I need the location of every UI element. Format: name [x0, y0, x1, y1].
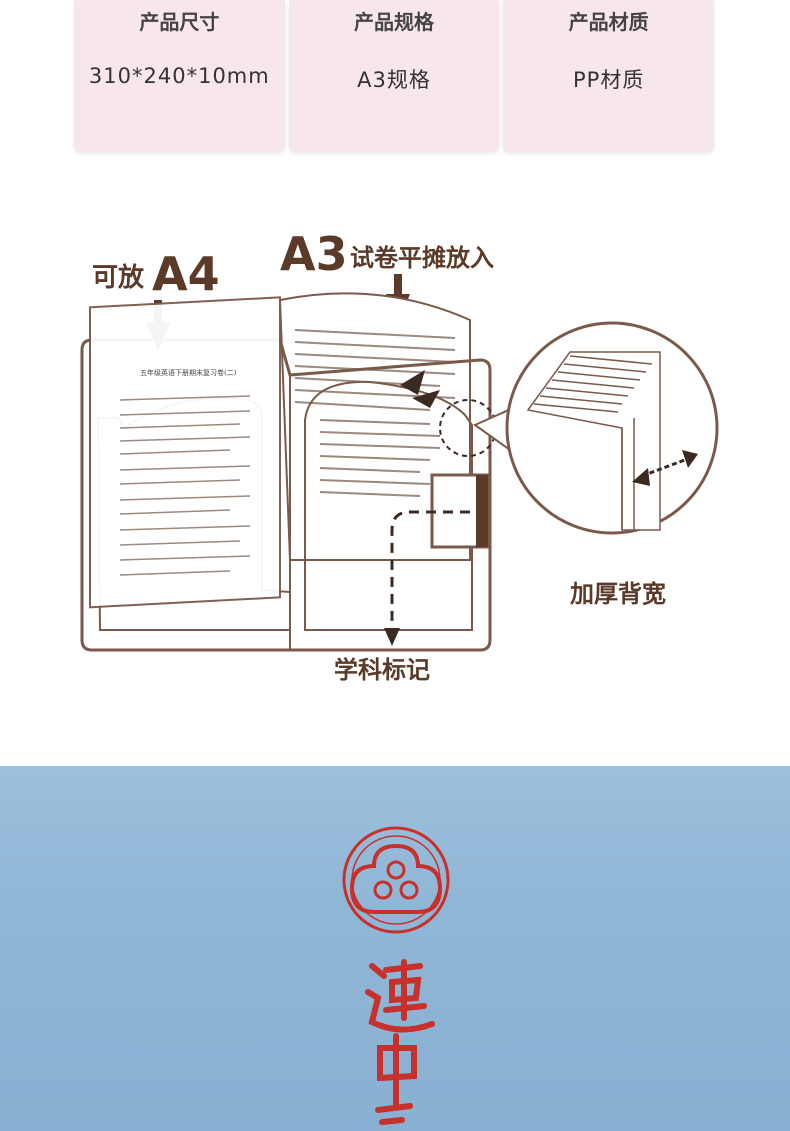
spec-format: 产品规格 A3规格: [288, 0, 500, 152]
banner-art: [342, 826, 450, 1125]
a4-big-label: A4: [152, 247, 220, 301]
right-pocket: [304, 380, 473, 631]
spec-format-value: A3规格: [357, 68, 431, 92]
spec-table: 产品尺寸 310*240*10mm 产品规格 A3规格 产品材质 PP材质: [74, 0, 715, 152]
folder-diagram: 可放 A4 A3 试卷平摊放入 五年级英语下册期末复习卷(二): [80, 227, 719, 684]
folder-body: [80, 338, 492, 652]
spec-format-label: 产品规格: [354, 10, 434, 34]
thickness-arrow-icon: [632, 450, 698, 486]
spec-size: 产品尺寸 310*240*10mm: [74, 0, 285, 152]
zoom-pages: [526, 351, 661, 531]
spec-size-label: 产品尺寸: [139, 10, 220, 34]
calligraphy-art: [365, 959, 435, 1125]
a3-suffix-label: 试卷平摊放入: [350, 244, 494, 272]
subject-arrow-head-icon: [384, 628, 400, 646]
a4-paper-title: 五年级英语下册期末复习卷(二): [140, 368, 237, 377]
a4-paper-text: [119, 395, 251, 576]
subject-label: 学科标记: [334, 656, 430, 684]
spec-size-value: 310*240*10mm: [88, 64, 270, 88]
subject-dashed-arrow: [390, 510, 470, 630]
a4-prefix-label: 可放: [92, 262, 145, 293]
spec-material-value: PP材质: [573, 68, 645, 92]
blue-banner: [0, 766, 790, 1131]
seal-logo-icon: [342, 826, 450, 934]
spec-material: 产品材质 PP材质: [503, 0, 715, 152]
sparkle-icon: [400, 370, 440, 408]
subject-tab-strip: [476, 475, 488, 547]
a3-big-label: A3: [280, 227, 348, 281]
spec-material-label: 产品材质: [568, 10, 649, 34]
thickness-label: 加厚背宽: [570, 580, 666, 608]
